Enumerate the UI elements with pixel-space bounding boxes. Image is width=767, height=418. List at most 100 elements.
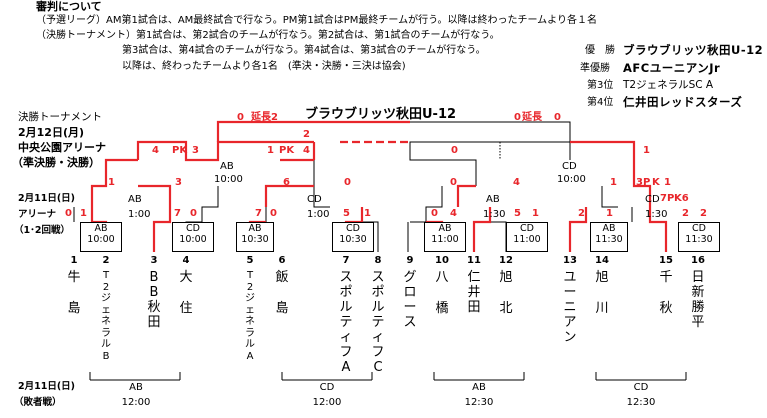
ranking-team-4: 仁井田レッドスターズ: [623, 95, 743, 109]
team-name-1: 牛島: [67, 270, 81, 316]
team-number-5: 5: [246, 255, 254, 266]
champion-label: ブラウブリッツ秋田U-12: [305, 107, 457, 122]
r1-m3-score-b: 0: [270, 208, 277, 219]
semi-right-court: CD: [562, 161, 577, 172]
losers-match-4-court: CD: [633, 382, 649, 393]
r1-m4-score-a: 5: [343, 208, 350, 219]
qf2-time: 1:00: [307, 209, 330, 220]
r1-m2-score-b: 0: [190, 208, 197, 219]
losers-stage: （敗者戦）: [14, 397, 62, 408]
losers-date: 2月11日(日): [18, 381, 76, 392]
team-name-11: 仁井田: [467, 270, 481, 315]
note-line-4: 以降は、終わったチームより各1名 (準決・決勝・三決は協会): [122, 61, 406, 72]
team-number-14: 14: [595, 255, 609, 266]
team-name-12: 旭北: [499, 270, 513, 316]
final-section-venue: 中央公園アリーナ: [18, 141, 106, 154]
r1-m2-score-a: 7: [174, 208, 181, 219]
final-et-right: 延長: [522, 112, 542, 123]
ranking-label-1: 優 勝: [585, 45, 615, 56]
ranking-team-1: ブラウブリッツ秋田U-12: [623, 43, 764, 57]
qf3-score-b: 4: [513, 177, 520, 188]
final-section-stage: （準決勝・決勝）: [12, 156, 100, 169]
losers-match-1-time: 12:00: [121, 397, 151, 408]
final-section-date: 2月12日(月): [18, 126, 85, 139]
team-number-3: 3: [150, 255, 158, 266]
final-score-right-2: 0: [554, 112, 561, 123]
r1-m3-score-a: 7: [255, 208, 262, 219]
team-name-14: 旭川: [595, 270, 609, 316]
team-number-13: 13: [563, 255, 577, 266]
r1-m5-score-b: 4: [450, 208, 457, 219]
rounds-stage: （1･2回戦）: [14, 225, 70, 236]
r1-m8-score-c: 2: [682, 208, 689, 219]
qf4-time: 1:30: [645, 209, 668, 220]
team-number-4: 4: [182, 255, 190, 266]
team-name-16: 日新勝平: [691, 270, 705, 330]
ranking-label-2: 準優勝: [580, 63, 610, 74]
qf2-score-a: 6: [283, 177, 290, 188]
qf4-score-c: 1: [664, 177, 671, 188]
ranking-label-4: 第4位: [587, 97, 614, 108]
r1-m7-score-a: 2: [578, 208, 585, 219]
qf2-score-b: 0: [344, 177, 351, 188]
r1-m5-score-a: 0: [431, 208, 438, 219]
qf3-score-a: 0: [450, 177, 457, 188]
final-score-right: 0: [514, 112, 521, 123]
r1-m7-score-b: 1: [606, 208, 613, 219]
semi-right-score-a: 0: [451, 145, 458, 156]
semi-right-time: 10:00: [557, 174, 586, 185]
final-et-left: 延長2: [251, 112, 278, 123]
third-score-c: 4: [303, 145, 310, 156]
r1-m8-score-a: 7P: [660, 193, 675, 204]
team-number-6: 6: [278, 255, 286, 266]
r1-m6-score-a: 5: [514, 208, 521, 219]
semi-left-pk: PK: [172, 145, 188, 156]
semi-left-court: AB: [220, 161, 234, 172]
team-name-13: ユーニアン: [563, 270, 577, 345]
third-score-a: 2: [303, 129, 310, 140]
semi-left-score-a: 4: [152, 145, 159, 156]
team-number-12: 12: [499, 255, 513, 266]
losers-match-3-time: 12:30: [464, 397, 494, 408]
third-score-b: 1: [267, 145, 274, 156]
final-section-name: 決勝トーナメント: [18, 111, 102, 123]
team-name-6: 飯島: [275, 270, 289, 316]
final-score-left: 0: [237, 112, 244, 123]
team-number-11: 11: [467, 255, 481, 266]
qf4-score-b: 3P: [636, 177, 651, 188]
losers-match-2-court: CD: [319, 382, 335, 393]
qf1-court: AB: [128, 194, 142, 205]
r1-m8-pk: K6: [674, 193, 689, 204]
page-title: 審判について: [36, 0, 102, 13]
losers-match-3-court: AB: [472, 382, 486, 393]
team-number-7: 7: [342, 255, 350, 266]
qf3-time: 1:30: [483, 209, 506, 220]
r1-m6-score-b: 1: [532, 208, 539, 219]
team-name-15: 千秋: [659, 270, 673, 316]
team-number-16: 16: [691, 255, 705, 266]
note-line-3: 第3試合は、第4試合のチームが行なう。第4試合は、第3試合のチームが行なう。: [122, 45, 486, 56]
team-name-4: 大住: [179, 270, 193, 316]
third-pk: PK: [279, 145, 295, 156]
r1-m4-score-b: 1: [364, 208, 371, 219]
losers-match-2-time: 12:00: [312, 397, 342, 408]
r1-m1-score-b: 1: [80, 208, 87, 219]
team-number-15: 15: [659, 255, 673, 266]
semi-left-time: 10:00: [214, 174, 243, 185]
team-number-1: 1: [70, 255, 78, 266]
qf4-pk: K: [652, 177, 660, 188]
qf4-court: CD: [645, 194, 660, 205]
qf2-court: CD: [307, 194, 322, 205]
